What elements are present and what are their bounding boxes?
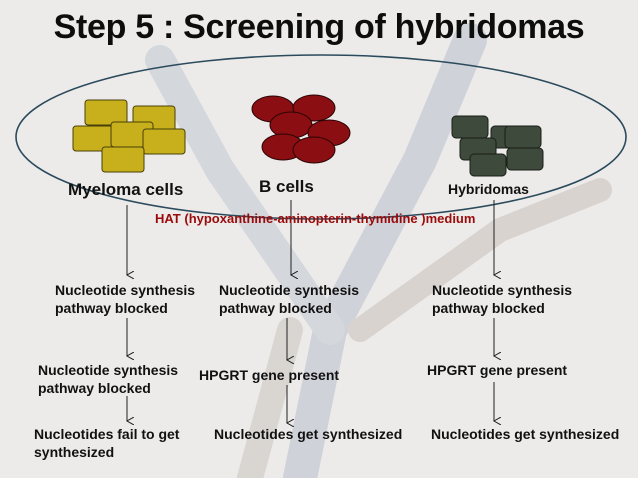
background-antibody-illustration: [145, 23, 612, 478]
b-cells-label: B cells: [259, 177, 314, 196]
hybridomas-label: Hybridomas: [448, 181, 529, 197]
bcell-step1-line2: pathway blocked: [219, 300, 332, 316]
hat-medium-ellipse: [15, 54, 627, 220]
hybridomas-icon: [451, 115, 544, 177]
bcell-step3: Nucleotides get synthesized: [214, 426, 403, 442]
hybridoma-step3: Nucleotides get synthesized: [431, 426, 620, 442]
myeloma-step1-line1: Nucleotide synthesis: [55, 282, 196, 298]
bcell-step1-line1: Nucleotide synthesis: [219, 282, 360, 298]
myeloma-step1-line2: pathway blocked: [55, 300, 168, 316]
myeloma-step3-line1: Nucleotides fail to get: [34, 426, 180, 442]
myeloma-cells-icon: [72, 99, 186, 173]
bcell-step2: HPGRT gene present: [199, 367, 340, 383]
flow-arrows: [127, 200, 494, 423]
myeloma-step3-line2: synthesized: [34, 444, 115, 460]
myeloma-step2-line1: Nucleotide synthesis: [38, 362, 179, 378]
b-cells-icon: [251, 94, 351, 164]
hybridoma-step1-line2: pathway blocked: [432, 300, 545, 316]
hat-medium-label: HAT (hypoxanthine-aminopterin-thymidine …: [155, 211, 476, 226]
slide-title: Step 5 : Screening of hybridomas: [53, 8, 585, 46]
myeloma-step2-line2: pathway blocked: [38, 380, 151, 396]
hybridoma-step1-line1: Nucleotide synthesis: [432, 282, 573, 298]
hybridoma-step2: HPGRT gene present: [427, 362, 568, 378]
myeloma-cells-label: Myeloma cells: [68, 180, 184, 199]
